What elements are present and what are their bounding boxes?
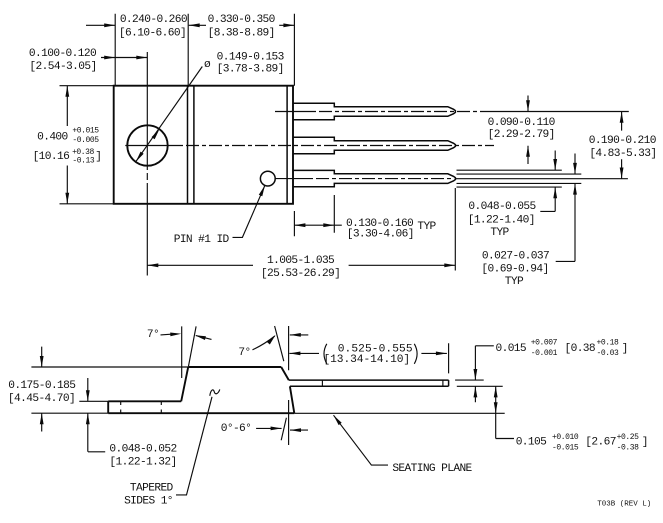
svg-text:0°-6°: 0°-6° [221, 423, 252, 435]
svg-text:-0.03: -0.03 [597, 349, 619, 358]
svg-text:[1.22-1.32]: [1.22-1.32] [109, 457, 176, 469]
svg-text:PIN #1 ID: PIN #1 ID [174, 234, 230, 246]
svg-text:+0.015: +0.015 [72, 126, 99, 135]
svg-text:-0.001: -0.001 [531, 349, 558, 358]
svg-text:+0.38: +0.38 [72, 148, 94, 157]
svg-text:0.105: 0.105 [516, 437, 547, 449]
svg-text:[10.16: [10.16 [33, 151, 70, 163]
svg-text:[25.53-26.29]: [25.53-26.29] [261, 268, 340, 280]
svg-text:TAPERED: TAPERED [130, 483, 174, 495]
svg-text:0.175-0.185: 0.175-0.185 [8, 380, 75, 392]
svg-text:T03B (REV L): T03B (REV L) [597, 500, 651, 508]
svg-text:+0.25: +0.25 [617, 433, 639, 442]
svg-text:-0.015: -0.015 [552, 443, 579, 452]
svg-text:1.005-1.035: 1.005-1.035 [267, 255, 334, 267]
svg-text:7°: 7° [147, 329, 159, 341]
svg-text:0.525-0.555: 0.525-0.555 [338, 344, 413, 356]
svg-text:-0.38: -0.38 [617, 443, 639, 452]
svg-text:0.090-0.110: 0.090-0.110 [488, 117, 556, 129]
svg-text:+0.010: +0.010 [552, 433, 579, 442]
svg-text:[2.54-3.05]: [2.54-3.05] [29, 61, 96, 73]
svg-text:[4.83-5.33]: [4.83-5.33] [589, 148, 656, 160]
svg-text:[4.45-4.70]: [4.45-4.70] [8, 393, 75, 405]
svg-text:[0.38: [0.38 [565, 343, 596, 355]
svg-text:TYP: TYP [490, 227, 509, 239]
svg-text:0.130-0.160: 0.130-0.160 [346, 218, 414, 230]
svg-text:]: ] [622, 343, 628, 355]
svg-text:-0.005: -0.005 [72, 136, 99, 145]
svg-text:0.190-0.210: 0.190-0.210 [589, 135, 657, 147]
svg-text:[2.67: [2.67 [585, 437, 616, 449]
svg-text:0.100-0.120: 0.100-0.120 [29, 48, 97, 60]
svg-text:[3.78-3.89]: [3.78-3.89] [217, 64, 284, 76]
svg-text:-0.13: -0.13 [72, 156, 94, 165]
svg-text:TYP: TYP [417, 221, 436, 233]
svg-text:[2.29-2.79]: [2.29-2.79] [488, 129, 555, 141]
svg-text:SIDES 1°: SIDES 1° [124, 495, 173, 507]
svg-text:TYP: TYP [505, 276, 524, 288]
svg-text:[8.38-8.89]: [8.38-8.89] [208, 27, 275, 39]
svg-text:]: ] [95, 151, 101, 163]
svg-text:0.149-0.153: 0.149-0.153 [217, 51, 284, 63]
svg-text:]: ] [642, 437, 648, 449]
svg-text:+0.007: +0.007 [531, 339, 558, 348]
svg-text:ø: ø [204, 59, 211, 71]
svg-text:+0.18: +0.18 [597, 339, 619, 348]
svg-text:[13.34-14.10]: [13.34-14.10] [323, 354, 410, 366]
svg-text:0.027-0.037: 0.027-0.037 [482, 251, 549, 263]
svg-text:0.400: 0.400 [37, 131, 68, 143]
svg-text:0.048-0.055: 0.048-0.055 [468, 201, 535, 213]
svg-text:7°: 7° [238, 347, 250, 359]
svg-text:[0.69-0.94]: [0.69-0.94] [481, 263, 548, 275]
svg-text:[1.22-1.40]: [1.22-1.40] [468, 215, 535, 227]
svg-text:SEATING PLANE: SEATING PLANE [392, 463, 472, 475]
svg-text:0.048-0.052: 0.048-0.052 [109, 444, 176, 456]
svg-text:0.330-0.350: 0.330-0.350 [208, 14, 276, 26]
svg-text:0.015: 0.015 [496, 343, 527, 355]
svg-text:[3.30-4.06]: [3.30-4.06] [347, 228, 414, 240]
svg-text:[6.10-6.60]: [6.10-6.60] [119, 27, 186, 39]
svg-text:0.240-0.260: 0.240-0.260 [120, 14, 188, 26]
